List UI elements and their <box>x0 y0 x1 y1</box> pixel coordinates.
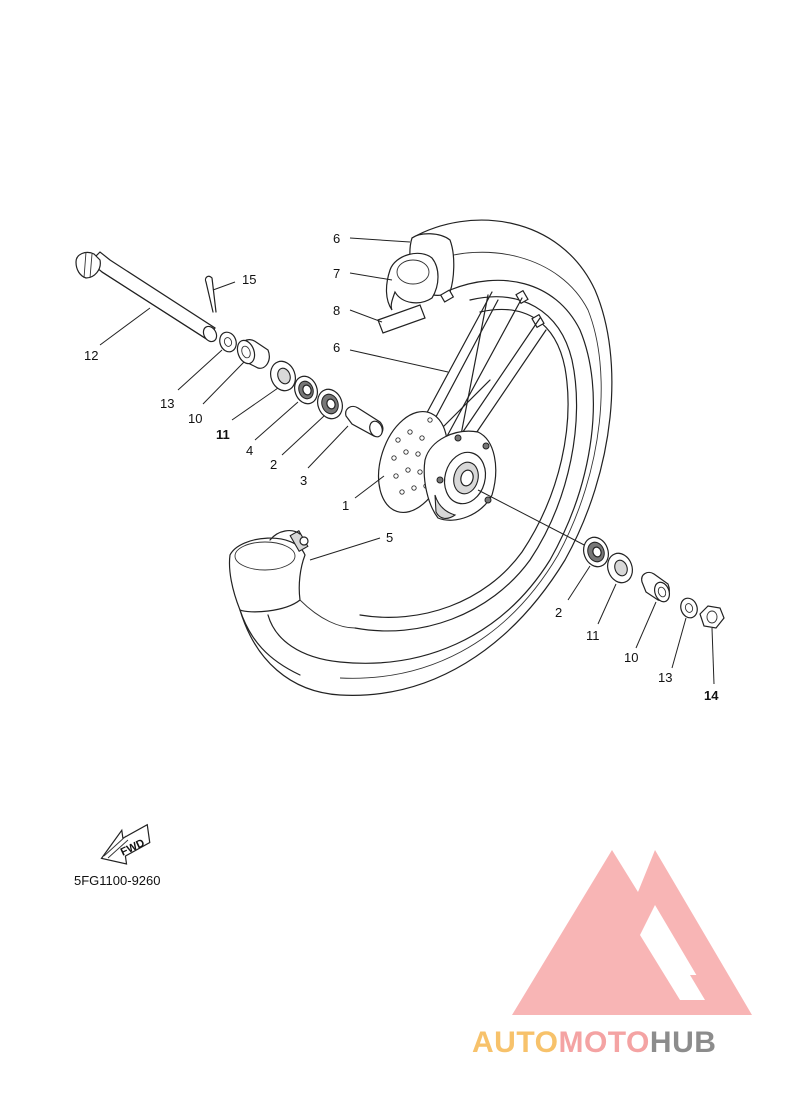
label-13-left: 13 <box>160 396 174 411</box>
washer-right <box>680 597 698 619</box>
part-labels: 6 7 8 6 15 12 13 10 11 4 2 3 1 5 2 11 10… <box>84 231 719 703</box>
disc-holes <box>391 417 435 495</box>
watermark-moto: MOTO <box>558 1026 649 1059</box>
circlip <box>294 375 318 405</box>
watermark-logo-mark <box>512 850 752 1015</box>
tube <box>385 252 439 311</box>
label-2-left: 2 <box>270 457 277 472</box>
collar-right <box>641 571 671 603</box>
washer-left <box>219 331 237 353</box>
cotter-pin <box>204 275 217 313</box>
label-11-right: 11 <box>586 628 600 643</box>
tube-valve <box>269 529 309 553</box>
label-5: 5 <box>386 530 393 545</box>
oil-seal-left <box>270 360 296 392</box>
label-3: 3 <box>300 473 307 488</box>
label-4: 4 <box>246 443 253 458</box>
label-8: 7 <box>333 266 340 281</box>
rim-nipple <box>439 289 545 329</box>
label-9: 8 <box>333 303 340 318</box>
watermark-logo: AUTOMOTOHUB <box>472 850 752 1059</box>
spacer <box>345 405 384 438</box>
watermark-text: AUTOMOTOHUB <box>472 1026 716 1059</box>
label-15: 15 <box>242 272 256 287</box>
spokes <box>422 291 547 449</box>
label-12: 12 <box>84 348 98 363</box>
front-axle <box>75 251 218 343</box>
label-1: 1 <box>342 498 349 513</box>
wheel-hub <box>377 410 497 521</box>
oil-seal-right <box>607 552 633 584</box>
label-11-left: 11 <box>216 427 230 442</box>
forward-arrow: FWD <box>100 823 151 865</box>
label-10-left: 10 <box>188 411 202 426</box>
label-7: 6 <box>333 231 340 246</box>
collar-left <box>236 339 270 369</box>
leader-lines <box>99 237 715 685</box>
label-2-right: 2 <box>555 605 562 620</box>
diagram-code: 5FG1100-9260 <box>74 873 161 888</box>
watermark-auto: AUTO <box>472 1026 558 1059</box>
bearing-right <box>583 536 609 568</box>
rim-band <box>377 304 426 334</box>
bearing-left <box>317 388 343 420</box>
axle-nut <box>699 605 725 629</box>
label-6: 6 <box>333 340 340 355</box>
label-10-right: 10 <box>624 650 638 665</box>
watermark-hub: HUB <box>650 1026 717 1059</box>
label-13-right: 13 <box>658 670 672 685</box>
label-14: 14 <box>704 688 719 703</box>
